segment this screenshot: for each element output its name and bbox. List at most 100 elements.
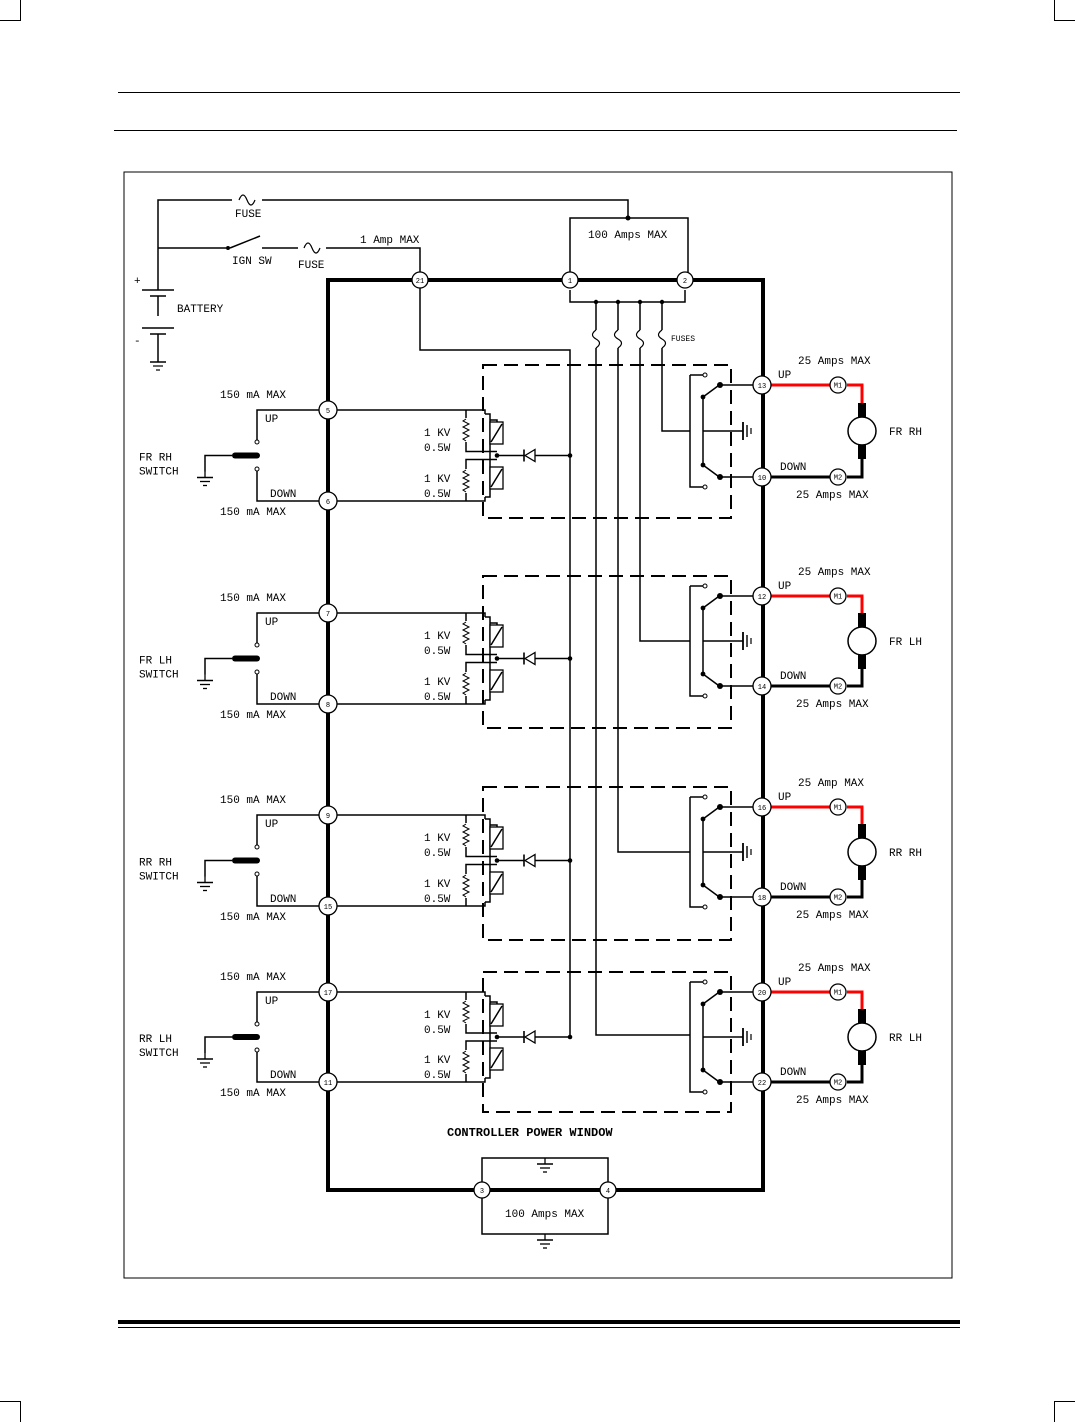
switch-down-label-fr-lh: DOWN bbox=[270, 692, 296, 704]
ground-current-label: 100 Amps MAX bbox=[505, 1209, 585, 1221]
motor-terminal-m2-label-fr-lh: M2 bbox=[834, 684, 842, 692]
res1-bottom-fr-rh bbox=[465, 442, 497, 453]
diode-icon-rr-rh bbox=[523, 853, 536, 868]
motor-terminal-m2-rr-lh bbox=[829, 1073, 847, 1091]
switch-lever-rr-lh bbox=[232, 1034, 260, 1040]
motor-terminal-m2-label-rr-rh: M2 bbox=[834, 895, 842, 903]
pin-15: 15 bbox=[318, 896, 338, 916]
ground-symbol-box-top bbox=[536, 1157, 554, 1173]
contact-blade-down-fr-rh bbox=[702, 464, 723, 480]
battery-feed-wiring bbox=[157, 199, 629, 1035]
motor-terminal-m2-label-rr-lh: M2 bbox=[834, 1080, 842, 1088]
fuse-symbol-top bbox=[238, 194, 256, 206]
svg-text:5: 5 bbox=[326, 408, 330, 416]
motor-terminal-m1-label-rr-rh: M1 bbox=[834, 805, 842, 813]
switch-contact-ign bbox=[226, 246, 230, 250]
resistor-down-value-rr-lh: 1 KV bbox=[424, 1055, 451, 1067]
switch-down-contact-fr-rh bbox=[254, 466, 260, 472]
motor-up-current-rr-rh: 25 Amp MAX bbox=[798, 778, 864, 790]
motor-down-current-rr-lh: 25 Amps MAX bbox=[796, 1095, 869, 1107]
motor-up-label-fr-rh: UP bbox=[778, 370, 792, 382]
channel-fuse-4 bbox=[657, 329, 667, 349]
switch-down-label-fr-rh: DOWN bbox=[270, 489, 296, 501]
motor-terminal-m2-rr-rh bbox=[829, 888, 847, 906]
switch-up-current-rr-rh: 150 mA MAX bbox=[220, 795, 286, 807]
motor-down-feed-fr-lh bbox=[847, 667, 864, 688]
motor-name-rr-lh: RR LH bbox=[889, 1033, 922, 1045]
switch-name-fr-lh: FR LH bbox=[139, 656, 172, 668]
contact-nc-down-rr-lh bbox=[702, 1089, 708, 1095]
motor-brush-bottom-fr-lh bbox=[858, 655, 866, 669]
relay-contact-rail-fr-lh bbox=[689, 586, 705, 697]
input-down-wire-rr-lh bbox=[337, 1078, 486, 1083]
pin-12: 12 bbox=[752, 586, 772, 606]
motor-up-feed-rr-lh bbox=[847, 990, 864, 1011]
svg-text:17: 17 bbox=[324, 990, 332, 998]
switch-suffix-rr-lh: SWITCH bbox=[139, 1048, 179, 1060]
relay-contact-rail-rr-rh bbox=[689, 797, 705, 908]
feed-junction-dot bbox=[625, 215, 631, 221]
switch-name-rr-lh: RR LH bbox=[139, 1034, 172, 1046]
motor-up-label-rr-lh: UP bbox=[778, 977, 792, 989]
svg-text:11: 11 bbox=[324, 1080, 332, 1088]
channel-fuse-2 bbox=[613, 329, 623, 349]
diode-icon-fr-lh bbox=[523, 651, 536, 666]
motor-icon-fr-lh bbox=[847, 626, 877, 656]
coil-down-slash-rr-lh bbox=[490, 1049, 503, 1069]
pin-18: 18 bbox=[752, 887, 772, 907]
motor-up-label-rr-rh: UP bbox=[778, 792, 792, 804]
crop-mark-top-left bbox=[0, 0, 21, 21]
coil-down-slash-fr-lh bbox=[490, 671, 503, 691]
contact-nc-down-fr-rh bbox=[702, 484, 708, 490]
motor-down-label-rr-lh: DOWN bbox=[780, 1067, 806, 1079]
relay-box-rr-lh bbox=[482, 971, 732, 1113]
pin-group: 1 2 21 3 4 5 6 7 8 9 15 17 11 13 10 12 1… bbox=[318, 271, 772, 1199]
motor-terminal-m1-label-fr-lh: M1 bbox=[834, 594, 842, 602]
switch-ground-icon-rr-rh bbox=[196, 875, 214, 892]
switch-up-label-fr-lh: UP bbox=[265, 617, 279, 629]
svg-text:2: 2 bbox=[683, 278, 687, 286]
resistor-up-value-rr-lh: 1 KV bbox=[424, 1010, 451, 1022]
resistor-up-rr-lh bbox=[462, 1000, 470, 1024]
contact-blade-down-rr-lh bbox=[702, 1069, 723, 1085]
relay-contact-rail-fr-rh bbox=[689, 375, 705, 488]
fuse-bus-dot-4 bbox=[659, 299, 665, 305]
motor-up-feed-rr-rh bbox=[847, 805, 864, 826]
motor-down-current-fr-lh: 25 Amps MAX bbox=[796, 699, 869, 711]
switch-up-label-rr-rh: UP bbox=[265, 819, 279, 831]
motor-brush-top-fr-lh bbox=[858, 613, 866, 627]
resistor-up-watt-fr-rh: 0.5W bbox=[424, 443, 451, 455]
ign-switch-label: IGN SW bbox=[232, 256, 272, 268]
switch-lever-fr-lh bbox=[232, 655, 260, 662]
motor-icon-fr-rh bbox=[847, 416, 877, 446]
motor-terminal-m1-label-rr-lh: M1 bbox=[834, 990, 842, 998]
svg-text:13: 13 bbox=[758, 383, 766, 391]
diode-icon-fr-rh bbox=[523, 448, 536, 463]
res2-top-fr-lh bbox=[465, 661, 497, 672]
coil-up-lead-rr-rh bbox=[490, 824, 498, 827]
switch-down-contact-fr-lh bbox=[254, 669, 260, 675]
switch-up-wire-fr-rh bbox=[256, 409, 328, 440]
switch-down-wire-fr-rh bbox=[256, 471, 328, 502]
input-down-wire-fr-lh bbox=[337, 700, 486, 705]
switch-ground-wire-rr-rh bbox=[204, 859, 232, 877]
motor-brush-top-rr-rh bbox=[858, 824, 866, 838]
resistor-down-rr-rh bbox=[462, 874, 470, 898]
motor-brush-bottom-rr-lh bbox=[858, 1051, 866, 1065]
switch-ground-wire-fr-lh bbox=[204, 657, 232, 675]
motor-name-rr-rh: RR RH bbox=[889, 848, 922, 860]
motor-brush-top-rr-lh bbox=[858, 1009, 866, 1023]
diode-junction-fr-rh bbox=[567, 453, 573, 458]
controller-box bbox=[326, 278, 765, 1192]
motor-terminal-m1-rr-rh bbox=[829, 798, 847, 816]
contact-blade-up-fr-rh bbox=[702, 382, 723, 398]
svg-text:10: 10 bbox=[758, 475, 766, 483]
crop-mark-top-right bbox=[1054, 0, 1075, 21]
pin-11: 11 bbox=[318, 1072, 338, 1092]
resistor-up-watt-rr-rh: 0.5W bbox=[424, 848, 451, 860]
fuse-feed-lines bbox=[595, 348, 690, 1036]
relay-box-fr-lh bbox=[482, 575, 732, 729]
motor-down-label-rr-rh: DOWN bbox=[780, 882, 806, 894]
switch-up-contact-rr-lh bbox=[254, 1021, 260, 1027]
